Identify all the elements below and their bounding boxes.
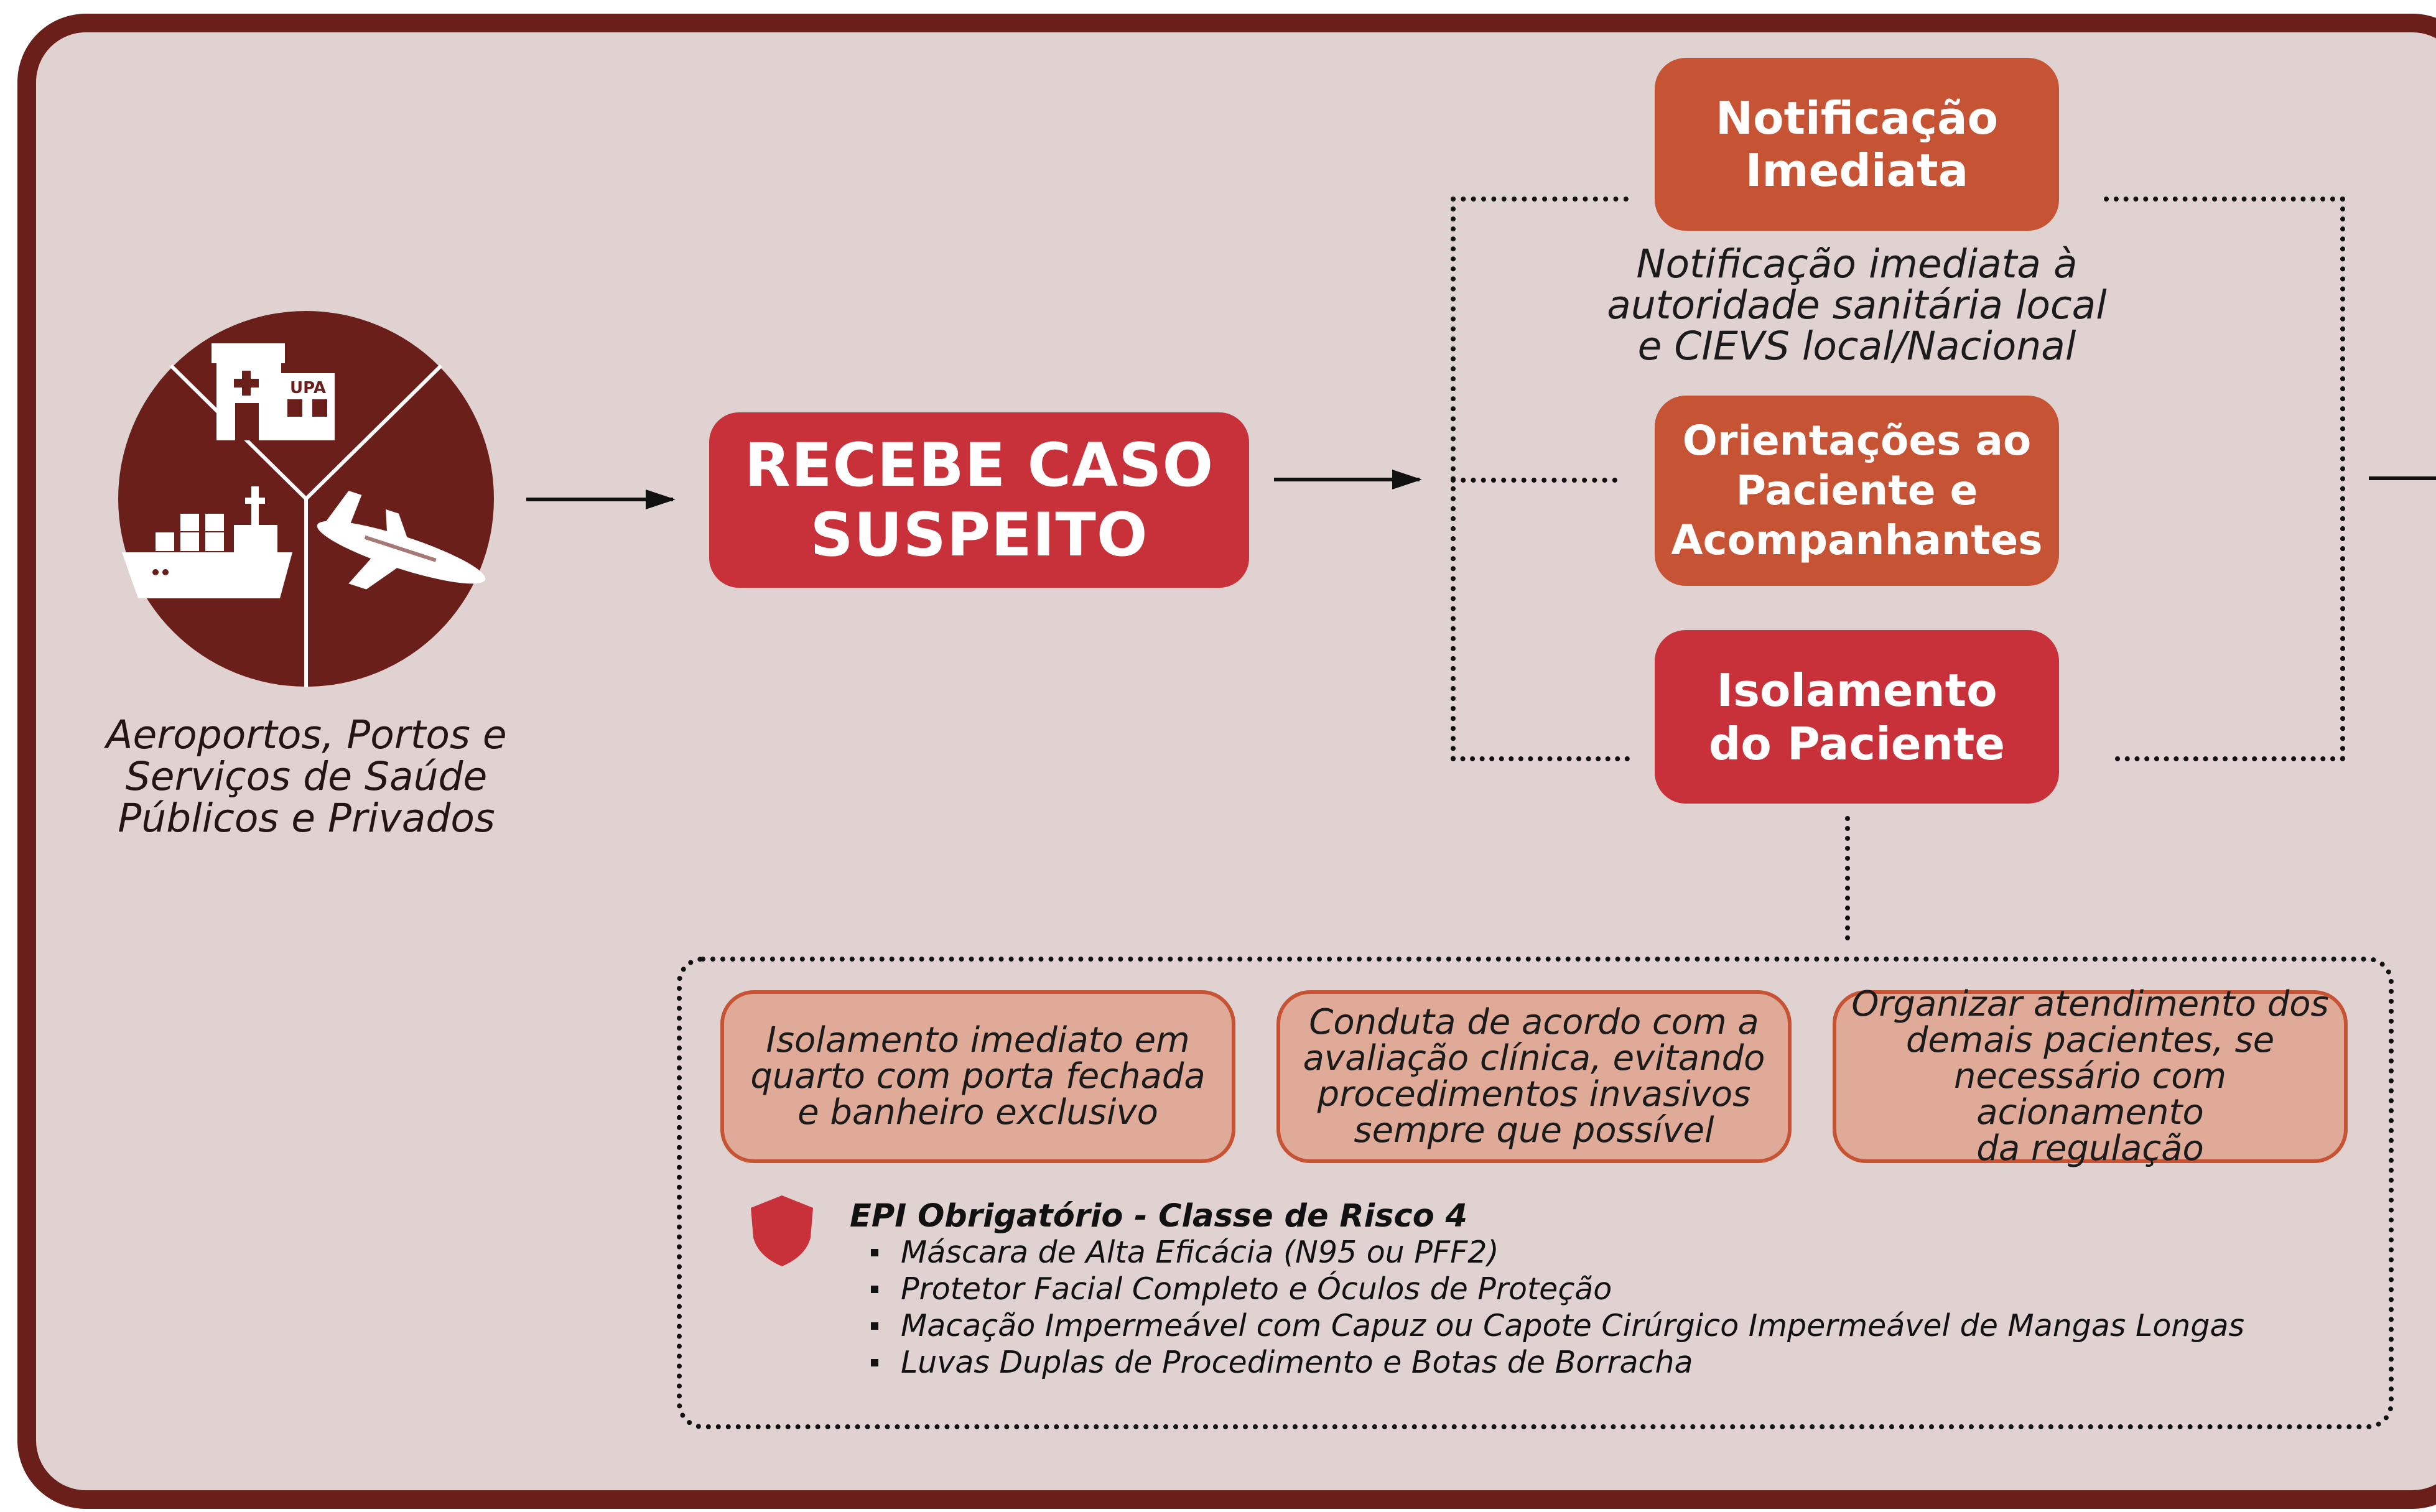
epi-item: Máscara de Alta Eficácia (N95 ou PFF2) <box>871 1234 2244 1271</box>
detail-line: sempre que possível <box>1354 1110 1714 1151</box>
suspect-case-box: RECEBE CASO SUSPEITO <box>709 412 1249 588</box>
bracket-top-right <box>2104 197 2345 202</box>
suspect-case-label: RECEBE CASO <box>744 430 1214 500</box>
entry-points-icon-group: UPA <box>118 311 495 687</box>
bracket-bottom-left <box>1451 756 1630 761</box>
detail-line: avaliação clínica, evitando <box>1303 1038 1765 1078</box>
detail-line: demais pacientes, se <box>1905 1020 2275 1060</box>
guidance-title: Orientações ao <box>1682 417 2032 465</box>
detail-line: e banheiro exclusivo <box>797 1092 1158 1133</box>
detail-line: procedimentos invasivos <box>1317 1074 1751 1115</box>
detail-line: quarto com porta fechada <box>750 1056 1206 1097</box>
epi-item: Luvas Duplas de Procedimento e Botas de … <box>871 1344 2244 1381</box>
notification-title: Imediata <box>1745 144 1969 197</box>
continuation-line <box>2369 476 2436 480</box>
epi-list: Máscara de Alta Eficácia (N95 ou PFF2) P… <box>871 1234 2244 1381</box>
shield-icon <box>751 1195 813 1266</box>
isolation-title: do Paciente <box>1708 717 2006 770</box>
ship-icon <box>122 486 292 598</box>
detail-line: Isolamento imediato em <box>766 1020 1190 1060</box>
epi-item: Macação Impermeável com Capuz ou Capote … <box>871 1307 2244 1344</box>
notification-description-line: Notificação imediata à <box>1636 241 2078 287</box>
detail-box-clinical-conduct: Conduta de acordo com a avaliação clínic… <box>1276 990 1792 1163</box>
bracket-bottom-right <box>2115 756 2345 761</box>
airplane-icon <box>317 491 486 590</box>
detail-line: necessário com acionamento <box>1953 1056 2227 1133</box>
detail-line: Conduta de acordo com a <box>1309 1002 1759 1042</box>
bracket-middle-connector <box>1451 478 1617 483</box>
notification-box: Notificação Imediata <box>1655 58 2059 231</box>
notification-description-line: autoridade sanitária local <box>1607 282 2107 328</box>
detail-box-isolation-room: Isolamento imediato em quarto com porta … <box>720 990 1235 1163</box>
hospital-sign: UPA <box>290 379 326 397</box>
arrow-to-actions <box>1274 470 1422 489</box>
guidance-box: Orientações ao Paciente e Acompanhantes <box>1655 396 2059 586</box>
detail-line: da regulação <box>1976 1128 2204 1169</box>
isolation-details-panel <box>677 957 2394 1429</box>
guidance-title: Acompanhantes <box>1671 516 2043 564</box>
notification-description-line: e CIEVS local/Nacional <box>1637 323 2076 369</box>
bracket-top-left <box>1451 197 1629 202</box>
entry-points-circle: UPA <box>118 311 494 687</box>
isolation-connector <box>1845 816 1850 940</box>
suspect-case-label: SUSPEITO <box>810 500 1148 570</box>
entry-points-label-line: Aeroportos, Portos e <box>106 712 507 758</box>
entry-points-label: Aeroportos, Portos e Serviços de Saúde P… <box>81 714 532 839</box>
isolation-title: Isolamento <box>1716 664 1997 717</box>
arrow-to-main-box <box>526 489 676 509</box>
notification-description: Notificação imediata à autoridade sanitá… <box>1568 244 2146 367</box>
detail-box-other-patients: Organizar atendimento dos demais pacient… <box>1833 986 2348 1167</box>
epi-item: Protetor Facial Completo e Óculos de Pro… <box>871 1271 2244 1307</box>
guidance-title: Paciente e <box>1736 466 1978 514</box>
hospital-icon: UPA <box>212 343 335 440</box>
entry-points-label-line: Públicos e Privados <box>118 795 495 841</box>
notification-title: Notificação <box>1715 92 1999 144</box>
epi-title: EPI Obrigatório - Classe de Risco 4 <box>850 1198 1467 1235</box>
detail-line: Organizar atendimento dos <box>1851 984 2329 1024</box>
entry-points-label-line: Serviços de Saúde <box>125 754 488 799</box>
isolation-box: Isolamento do Paciente <box>1655 630 2059 804</box>
bracket-right <box>2340 197 2345 761</box>
